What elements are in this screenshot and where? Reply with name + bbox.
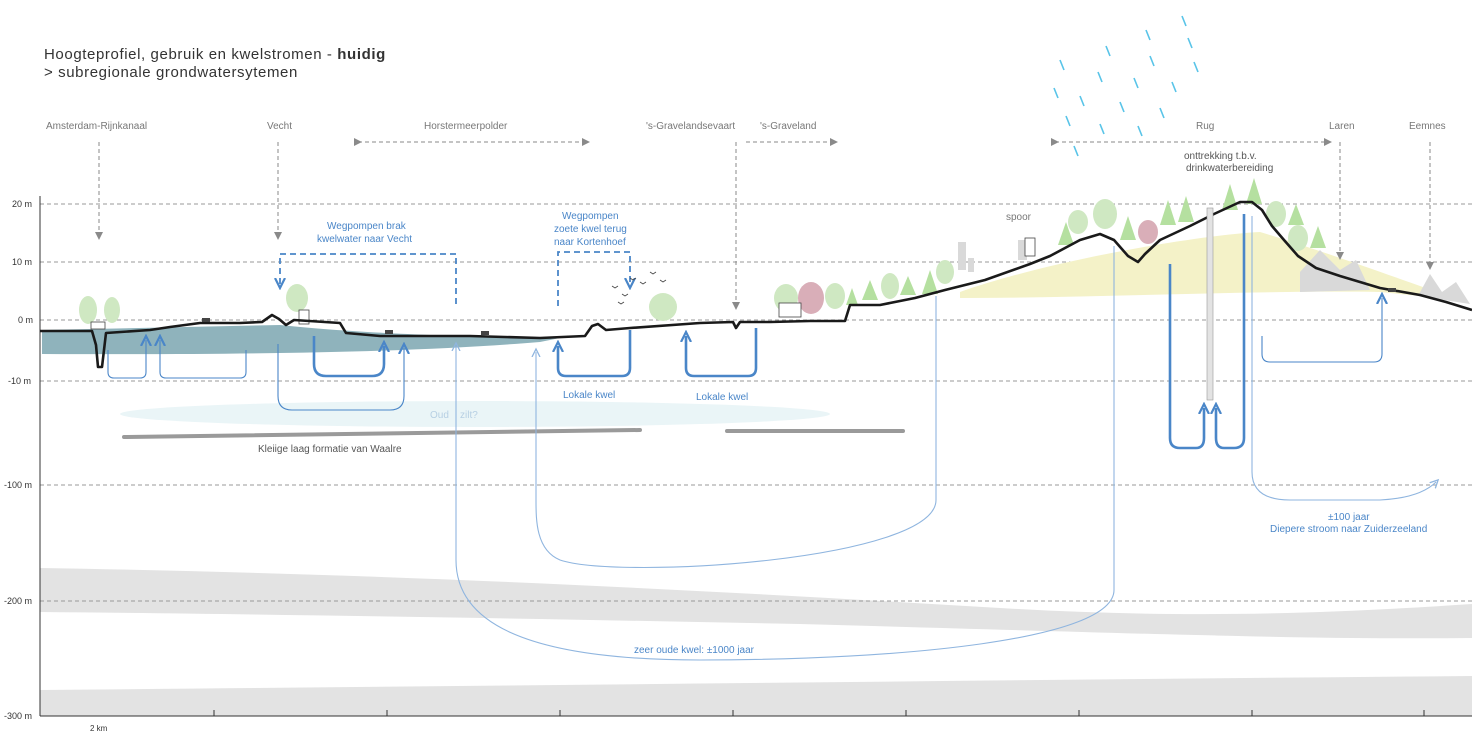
zoet-line-3: naar Kortenhoef <box>554 237 626 248</box>
location-labels: Amsterdam-Rijnkanaal Vecht Horstermeerpo… <box>46 121 1446 223</box>
y-label-20: 20 m <box>12 199 32 209</box>
deep-layer-upper <box>40 568 1472 639</box>
y-axis: 20 m 10 m 0 m -10 m -100 m -200 m -300 m <box>4 199 33 721</box>
y-label-0: 0 m <box>18 315 33 325</box>
zeer-oude-kwel-label: zeer oude kwel: ±1000 jaar <box>634 645 755 656</box>
lokale-kwel-label-1: Lokale kwel <box>563 390 615 401</box>
x-axis-ticks <box>213 710 1425 716</box>
location-markers <box>95 138 1434 310</box>
title-subtitle: > subregionale grondwatersytemen <box>44 64 298 81</box>
background-silhouettes <box>958 240 1470 304</box>
hundred-years-line-1: ±100 jaar <box>1328 512 1370 523</box>
pumping-lines <box>280 251 630 306</box>
shallow-groundwater <box>42 325 560 355</box>
oud-label: Oud <box>430 410 449 421</box>
lokale-kwel-label-2: Lokale kwel <box>696 392 748 403</box>
clay-layer-left <box>122 428 642 439</box>
label-laren: Laren <box>1329 121 1355 132</box>
brak-line-2: kwelwater naar Vecht <box>317 234 412 245</box>
label-vecht: Vecht <box>267 121 292 132</box>
thick-flow-arrows <box>312 214 1246 450</box>
label-horstermeerpolder: Horstermeerpolder <box>424 121 508 132</box>
label-rug: Rug <box>1196 121 1214 132</box>
y-label-minus-100: -100 m <box>4 480 32 490</box>
clay-layer-label: Kleiige laag formatie van Waalre <box>258 444 402 455</box>
y-label-minus-200: -200 m <box>4 596 32 606</box>
onttrekking-line-1: onttrekking t.b.v. <box>1184 151 1257 162</box>
hundred-years-line-2: Diepere stroom naar Zuiderzeeland <box>1270 524 1427 535</box>
zoet-line-1: Wegpompen <box>562 211 619 222</box>
level-lines <box>40 203 1472 602</box>
deep-layer-lower <box>40 676 1472 716</box>
terrain-profile <box>40 200 1472 369</box>
well-pipe <box>1206 207 1214 401</box>
zilt-label: zilt? <box>460 410 478 421</box>
brak-line-1: Wegpompen brak <box>327 221 407 232</box>
y-label-minus-10: -10 m <box>8 376 31 386</box>
title-emphasis: huidig <box>337 46 386 63</box>
label-amsterdam-rijnkanaal: Amsterdam-Rijnkanaal <box>46 121 147 132</box>
y-label-10: 10 m <box>12 257 32 267</box>
onttrekking-line-2: drinkwaterbereiding <box>1186 163 1273 174</box>
thin-flow-arrows <box>107 298 1382 411</box>
birds <box>611 271 667 305</box>
scale-label: 2 km <box>90 724 108 733</box>
rain <box>1053 15 1199 157</box>
zoet-line-2: zoete kwel terug <box>554 224 627 235</box>
deep-flow-lines <box>456 216 1436 661</box>
label-eemnes: Eemnes <box>1409 121 1446 132</box>
label-spoor: spoor <box>1006 212 1032 223</box>
oud-zilt-zone <box>120 401 830 427</box>
label-s-gravelandsevaart: 's-Gravelandsevaart <box>646 121 735 132</box>
title-main: Hoogteprofiel, gebruik en kwelstromen - <box>44 46 338 63</box>
diagram-title: Hoogteprofiel, gebruik en kwelstromen - … <box>44 46 386 82</box>
y-label-minus-300: -300 m <box>4 711 32 721</box>
label-s-graveland: 's-Graveland <box>760 121 816 132</box>
title-line-1: Hoogteprofiel, gebruik en kwelstromen - … <box>44 46 386 64</box>
trees <box>79 178 1326 324</box>
cows <box>202 288 1396 335</box>
buildings <box>90 237 1036 330</box>
